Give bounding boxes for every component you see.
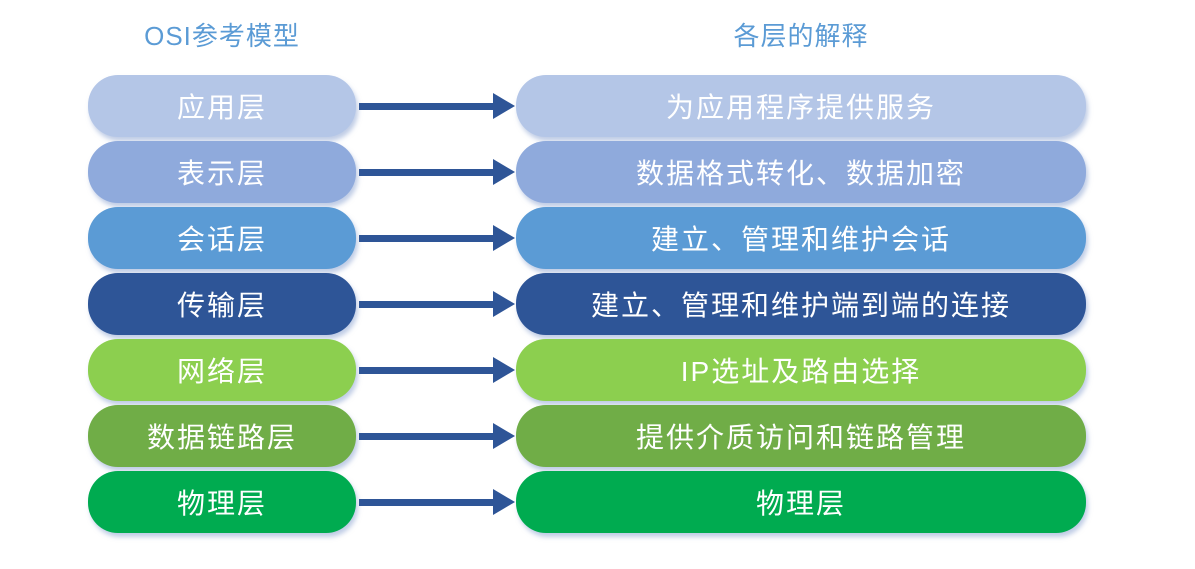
arrow-head [493, 357, 515, 383]
layer-pill-physical: 物理层 [88, 471, 356, 533]
description-pill-transport: 建立、管理和维护端到端的连接 [516, 273, 1086, 335]
row-presentation-layer: 表示层 数据格式转化、数据加密 [88, 141, 1086, 203]
arrow-line [359, 234, 493, 242]
arrow-head [493, 159, 515, 185]
description-pill-physical: 物理层 [516, 471, 1086, 533]
arrow-line [359, 102, 493, 110]
description-pill-session: 建立、管理和维护会话 [516, 207, 1086, 269]
right-column-title: 各层的解释 [733, 21, 869, 51]
arrow-right-icon [356, 93, 516, 119]
arrow-head [493, 225, 515, 251]
row-network-layer: 网络层 IP选址及路由选择 [88, 339, 1086, 401]
layer-pill-network: 网络层 [88, 339, 356, 401]
row-transport-layer: 传输层 建立、管理和维护端到端的连接 [88, 273, 1086, 335]
arrow-head [493, 93, 515, 119]
arrow-right-icon [356, 159, 516, 185]
arrow-line [359, 168, 493, 176]
row-session-layer: 会话层 建立、管理和维护会话 [88, 207, 1086, 269]
layer-pill-transport: 传输层 [88, 273, 356, 335]
row-physical-layer: 物理层 物理层 [88, 471, 1086, 533]
layer-rows: 应用层 为应用程序提供服务 表示层 数据格式转化、数据加密 会话层 建立、管理和… [88, 75, 1086, 533]
arrow-line [359, 498, 493, 506]
arrow-right-icon [356, 489, 516, 515]
description-pill-presentation: 数据格式转化、数据加密 [516, 141, 1086, 203]
left-column-title: OSI参考模型 [144, 21, 300, 51]
arrow-head [493, 291, 515, 317]
arrow-right-icon [356, 225, 516, 251]
arrow-right-icon [356, 291, 516, 317]
description-pill-network: IP选址及路由选择 [516, 339, 1086, 401]
arrow-head [493, 423, 515, 449]
arrow-right-icon [356, 423, 516, 449]
description-pill-data-link: 提供介质访问和链路管理 [516, 405, 1086, 467]
layer-pill-data-link: 数据链路层 [88, 405, 356, 467]
row-application-layer: 应用层 为应用程序提供服务 [88, 75, 1086, 137]
row-data-link-layer: 数据链路层 提供介质访问和链路管理 [88, 405, 1086, 467]
description-pill-application: 为应用程序提供服务 [516, 75, 1086, 137]
layer-pill-session: 会话层 [88, 207, 356, 269]
layer-pill-application: 应用层 [88, 75, 356, 137]
arrow-right-icon [356, 357, 516, 383]
layer-pill-presentation: 表示层 [88, 141, 356, 203]
arrow-line [359, 300, 493, 308]
arrow-line [359, 432, 493, 440]
arrow-line [359, 366, 493, 374]
arrow-head [493, 489, 515, 515]
diagram-headers: OSI参考模型 各层的解释 [88, 16, 1086, 53]
